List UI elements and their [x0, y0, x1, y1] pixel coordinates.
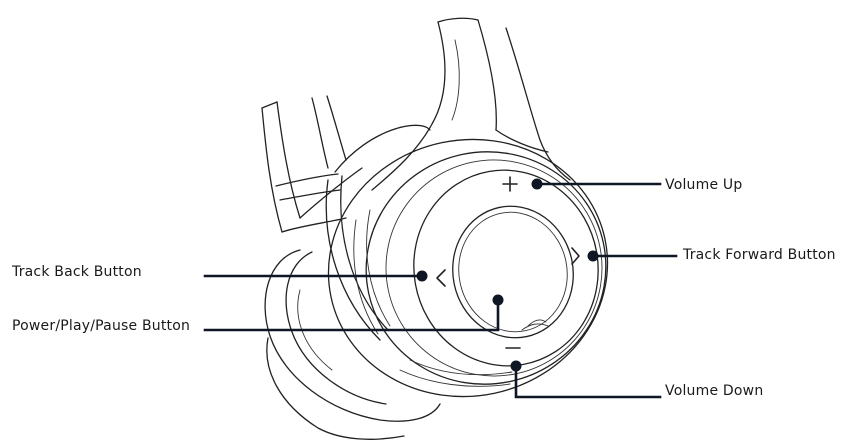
- power-play-pause-button-shape: [452, 205, 574, 339]
- power-leader: [203, 298, 500, 332]
- volume-down-leader: [514, 364, 662, 399]
- plus-icon: [502, 176, 518, 192]
- rear-earcup-illustration: [264, 124, 441, 440]
- track-forward-label: Track Forward Button: [683, 247, 836, 263]
- track-forward-marker: [587, 250, 599, 262]
- chevron-left-icon: [436, 269, 446, 287]
- control-panel-illustration: [436, 176, 580, 349]
- power-marker: [492, 294, 504, 306]
- callout-leaders: [203, 178, 678, 399]
- volume-down-label: Volume Down: [665, 383, 764, 399]
- volume-up-label: Volume Up: [665, 177, 743, 193]
- track-back-marker: [416, 270, 428, 282]
- track-back-label: Track Back Button: [12, 264, 142, 280]
- headband-illustration: [261, 17, 571, 233]
- power-play-pause-label: Power/Play/Pause Button: [12, 318, 191, 334]
- front-earcup-illustration: [327, 138, 609, 398]
- volume-down-marker: [510, 360, 522, 372]
- chevron-right-icon: [571, 247, 580, 265]
- volume-up-marker: [531, 178, 543, 190]
